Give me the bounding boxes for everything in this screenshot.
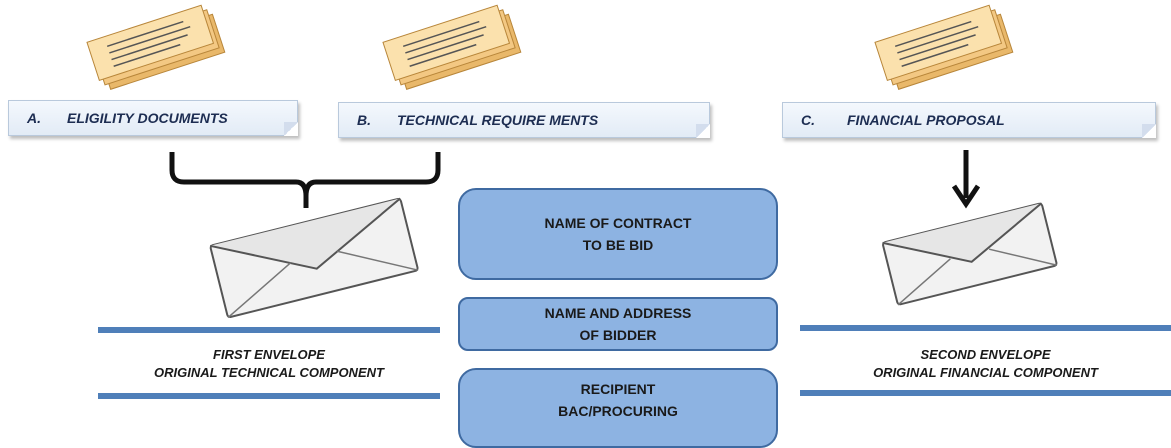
second-envelope-caption: SECOND ENVELOPE ORIGINAL FINANCIAL COMPO… — [800, 346, 1171, 382]
divider-bar-left-top — [98, 327, 440, 333]
contract-name-box: NAME OF CONTRACT TO BE BID — [458, 188, 778, 280]
bracket-connector — [169, 152, 441, 208]
bidder-name-line2: OF BIDDER — [579, 327, 657, 343]
envelope-icon-second — [882, 202, 1058, 306]
document-stack-icon-a — [86, 4, 226, 90]
divider-bar-right-top — [800, 325, 1171, 331]
first-envelope-caption: FIRST ENVELOPE ORIGINAL TECHNICAL COMPON… — [98, 346, 440, 382]
label-a-letter: A. — [27, 110, 41, 126]
bidder-name-box: NAME AND ADDRESS OF BIDDER — [458, 297, 778, 351]
label-c-letter: C. — [801, 112, 815, 128]
recipient-box: RECIPIENT BAC/PROCURING — [458, 368, 778, 448]
divider-bar-right-bottom — [800, 390, 1171, 396]
contract-name-line2: TO BE BID — [582, 237, 654, 253]
label-eligibility-documents: A. ELIGILITY DOCUMENTS — [8, 100, 298, 136]
label-a-text: ELIGILITY DOCUMENTS — [67, 110, 228, 126]
envelope-icon-first — [209, 197, 419, 319]
connectors — [169, 150, 1058, 319]
recipient-line2: BAC/PROCURING — [558, 403, 678, 419]
second-envelope-line2: ORIGINAL FINANCIAL COMPONENT — [873, 365, 1098, 380]
document-stack-icon-b — [382, 4, 522, 90]
label-technical-requirements: B. TECHNICAL REQUIRE MENTS — [338, 102, 710, 138]
recipient-line1: RECIPIENT — [580, 381, 656, 397]
label-b-text: TECHNICAL REQUIRE MENTS — [397, 112, 599, 128]
document-stack-icon-c — [874, 4, 1014, 90]
bidder-name-line1: NAME AND ADDRESS — [544, 305, 692, 321]
label-financial-proposal: C. FINANCIAL PROPOSAL — [782, 102, 1156, 138]
label-c-text: FINANCIAL PROPOSAL — [847, 112, 1005, 128]
divider-bar-left-bottom — [98, 393, 440, 399]
down-arrow-icon — [951, 150, 981, 209]
first-envelope-line1: FIRST ENVELOPE — [213, 347, 325, 362]
contract-name-line1: NAME OF CONTRACT — [544, 215, 692, 231]
first-envelope-line2: ORIGINAL TECHNICAL COMPONENT — [154, 365, 384, 380]
label-b-letter: B. — [357, 112, 371, 128]
second-envelope-line1: SECOND ENVELOPE — [920, 347, 1051, 362]
